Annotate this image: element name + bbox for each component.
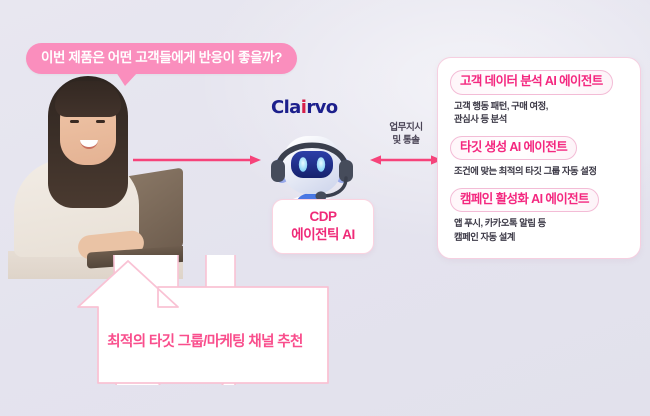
speech-bubble: 이번 제품은 어떤 고객들에게 반응이 좋을까?: [26, 43, 297, 75]
person-eye-right: [96, 120, 105, 123]
speech-bubble-text: 이번 제품은 어떤 고객들에게 반응이 좋을까?: [41, 50, 282, 65]
task-label-line-2: 및 통솔: [392, 134, 420, 146]
person-hair-front: [55, 81, 121, 117]
cdp-line-2: 에이전틱 AI: [291, 226, 355, 242]
agent-title-chip[interactable]: 고객 데이터 분석 AI 에이전트: [450, 70, 613, 95]
logo-text-accent: i: [300, 97, 307, 118]
cdp-line-1: CDP: [309, 209, 337, 224]
agent-title-chip[interactable]: 타깃 생성 AI 에이전트: [450, 135, 578, 161]
recommendation-label: 최적의 타깃 그룹/마케팅 채널 추천: [107, 334, 303, 350]
recommendation-arrow-shape: [77, 260, 329, 384]
person-smile: [80, 140, 98, 149]
agent-description: 고객 행동 패턴, 구매 여정, 관심사 등 분석: [454, 100, 548, 125]
speech-bubble-tail: [116, 72, 138, 86]
arrow-user-to-cdp-icon: [133, 155, 261, 165]
agent-item: 타깃 생성 AI 에이전트 조건에 맞는 최적의 타깃 그룹 자동 설정: [450, 135, 628, 179]
clairvo-logo: Clairvo: [271, 97, 338, 118]
agent-description: 조건에 맞는 최적의 타깃 그룹 자동 설정: [454, 166, 597, 177]
laptop-user-photo: [8, 72, 183, 279]
bidirectional-arrow-icon: [370, 155, 442, 165]
logo-text-part1: Cla: [271, 97, 301, 118]
cdp-agentic-ai-label: CDP 에이전틱 AI: [272, 199, 374, 254]
task-instruction-label: 업무지시 및 통솔: [370, 122, 442, 148]
person-eye-left: [70, 120, 79, 123]
agent-title-chip[interactable]: 캠페인 활성화 AI 에이전트: [450, 187, 599, 213]
logo-text-part2: rvo: [306, 97, 338, 118]
agent-item: 고객 데이터 분석 AI 에이전트 고객 행동 패턴, 구매 여정, 관심사 등…: [450, 70, 628, 127]
agent-item: 캠페인 활성화 AI 에이전트 앱 푸시, 카카오톡 알림 등 캠페인 자동 설…: [450, 187, 628, 245]
agent-description: 앱 푸시, 카카오톡 알림 등 캠페인 자동 설계: [454, 218, 546, 242]
ai-agent-panel: 고객 데이터 분석 AI 에이전트 고객 행동 패턴, 구매 여정, 관심사 등…: [437, 57, 641, 260]
task-label-line-1: 업무지시: [389, 122, 423, 133]
